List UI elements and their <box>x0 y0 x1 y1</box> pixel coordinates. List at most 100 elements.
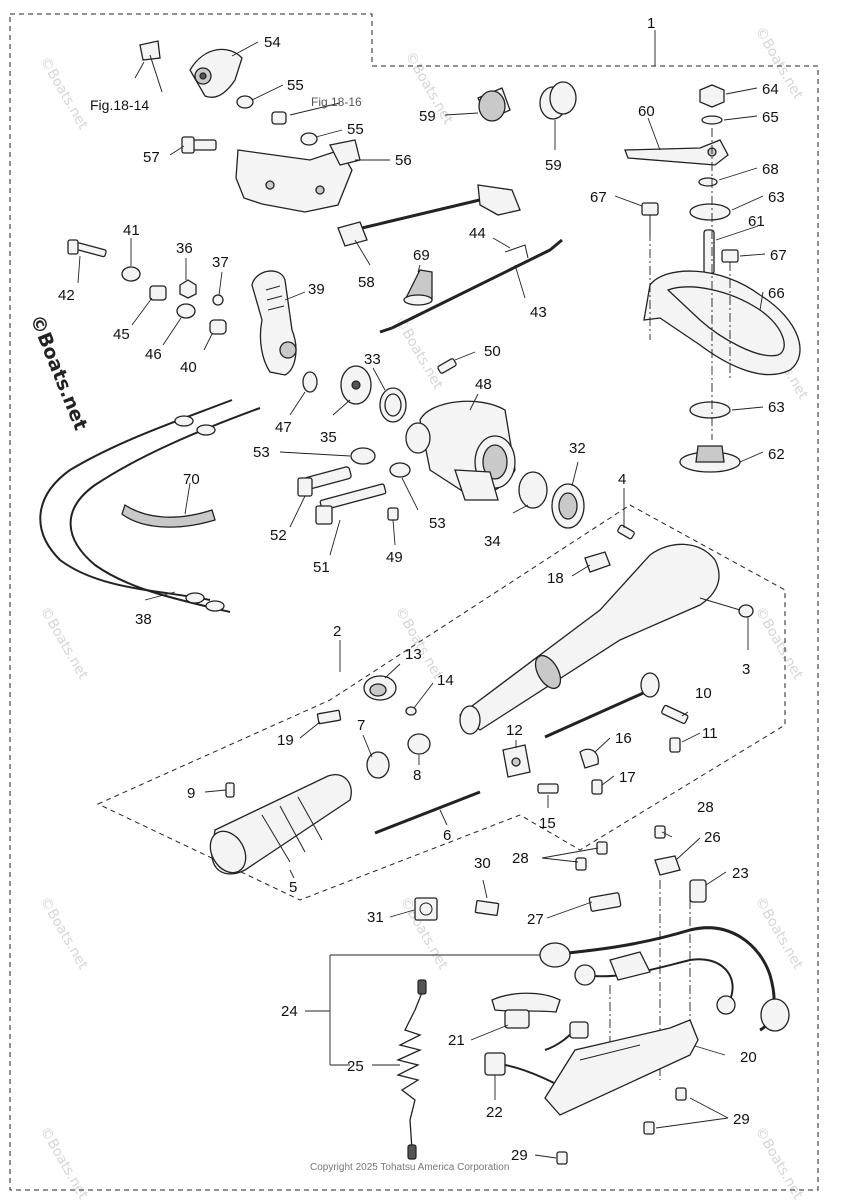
watermark-text: ©Boats.net <box>37 1124 92 1200</box>
part-62-knob <box>679 445 741 473</box>
callout-21: 21 <box>448 1032 465 1049</box>
part-40-collar <box>209 319 227 335</box>
callout-1: 1 <box>647 15 655 32</box>
part-46-washer <box>176 303 196 319</box>
callout-17: 17 <box>619 769 636 786</box>
part-27-plate <box>588 892 622 912</box>
watermark-text: ©Boats.net <box>37 604 92 683</box>
part-58-throttle-link <box>337 184 521 247</box>
callout-22: 22 <box>486 1104 503 1121</box>
part-tiller-handle-arm <box>458 543 720 735</box>
part-63-washer-bottom <box>689 401 731 419</box>
callout-50: 50 <box>484 343 501 360</box>
watermark-text: ©Boats.net <box>752 24 807 103</box>
callout-32: 32 <box>569 440 586 457</box>
callout-11: 11 <box>702 725 718 742</box>
callout-26: 26 <box>704 829 721 846</box>
part-18-label <box>584 551 611 573</box>
callout-58: 58 <box>358 274 375 291</box>
callout-44: 44 <box>469 225 486 242</box>
callout-39: 39 <box>308 281 325 298</box>
callout-18: 18 <box>547 570 564 587</box>
callout-12: 12 <box>506 722 523 739</box>
callout-51: 51 <box>313 559 330 576</box>
callout-3: 3 <box>742 661 750 678</box>
part-61-pin <box>703 229 715 275</box>
part-57-bolt <box>181 136 217 154</box>
part-36-nut <box>179 279 197 299</box>
callout-8: 8 <box>413 767 421 784</box>
part-67-bolts <box>641 202 739 263</box>
callout-45: 45 <box>113 326 130 343</box>
callout-2: 2 <box>333 623 341 640</box>
figure-ref-18-16: Fig.18-16 <box>311 95 362 109</box>
callout-42: 42 <box>58 287 75 304</box>
callout-64: 64 <box>762 81 779 98</box>
part-10-throttle-shaft <box>544 672 660 739</box>
part-49-grease-nipple <box>387 507 399 521</box>
callout-16: 16 <box>615 730 632 747</box>
callout-34: 34 <box>484 533 501 550</box>
part-5-grip <box>209 774 352 875</box>
callout-56: 56 <box>395 152 412 169</box>
callout-30: 30 <box>474 855 491 872</box>
callout-13: 13 <box>405 646 422 663</box>
callout-7: 7 <box>357 717 365 734</box>
callout-4: 4 <box>618 471 626 488</box>
part-59-cap-a <box>477 87 511 122</box>
callout-55: 55 <box>287 77 304 94</box>
callout-67: 67 <box>590 189 607 206</box>
part-50-pin <box>437 358 457 374</box>
part-41-washer <box>121 266 141 282</box>
part-11-screw <box>669 737 681 753</box>
part-29-screws <box>556 1087 687 1165</box>
tiller-outline <box>96 504 786 901</box>
callout-40: 40 <box>180 359 197 376</box>
callout-52: 52 <box>270 527 287 544</box>
part-8-washer <box>407 733 431 755</box>
part-3-screw <box>699 597 754 618</box>
part-14-nut <box>405 706 417 716</box>
callout-69: 69 <box>413 247 430 264</box>
callout-29: 29 <box>733 1111 750 1128</box>
callout-27: 27 <box>527 911 544 928</box>
part-68-washer <box>698 177 718 187</box>
leader-lines <box>77 30 766 1159</box>
part-6-shaft <box>374 790 481 835</box>
callout-28: 28 <box>512 850 529 867</box>
part-20-switch-housing <box>544 1019 699 1116</box>
watermark-text: ©Boats.net <box>752 894 807 973</box>
callout-37: 37 <box>212 254 229 271</box>
callout-24: 24 <box>281 1003 298 1020</box>
part-30-decal <box>474 900 500 916</box>
part-17-screw <box>591 779 603 795</box>
callout-66: 66 <box>768 285 785 302</box>
part-16-bracket <box>579 748 599 769</box>
callout-49: 49 <box>386 549 403 566</box>
figure-ref-18-14: Fig.18-14 <box>90 97 149 113</box>
callout-6: 6 <box>443 827 451 844</box>
part-38-cables <box>39 399 261 613</box>
callout-14: 14 <box>437 672 454 689</box>
part-24-wiring-harness <box>539 926 790 1032</box>
part-12-block <box>502 744 531 778</box>
part-63-washer-top <box>689 203 731 221</box>
part-21-switch <box>491 992 589 1051</box>
part-15-bolt <box>537 783 559 794</box>
callout-9: 9 <box>187 785 195 802</box>
callout-63: 63 <box>768 399 785 416</box>
callout-68: 68 <box>762 161 779 178</box>
callout-53: 53 <box>429 515 446 532</box>
callout-labels: 1 2 3 4 5 6 7 8 9 10 11 12 13 14 15 16 1… <box>58 15 787 1164</box>
part-54-throttle-bracket <box>139 40 243 98</box>
part-33-ring <box>379 387 407 423</box>
copyright-text: Copyright 2025 Tohatsu America Corporati… <box>310 1162 509 1173</box>
part-42-bolt <box>67 239 107 258</box>
part-37-washer <box>212 294 224 306</box>
callout-43: 43 <box>530 304 547 321</box>
callout-23: 23 <box>732 865 749 882</box>
callout-25: 25 <box>347 1058 364 1075</box>
callout-28: 28 <box>697 799 714 816</box>
part-47-washer <box>302 371 318 393</box>
